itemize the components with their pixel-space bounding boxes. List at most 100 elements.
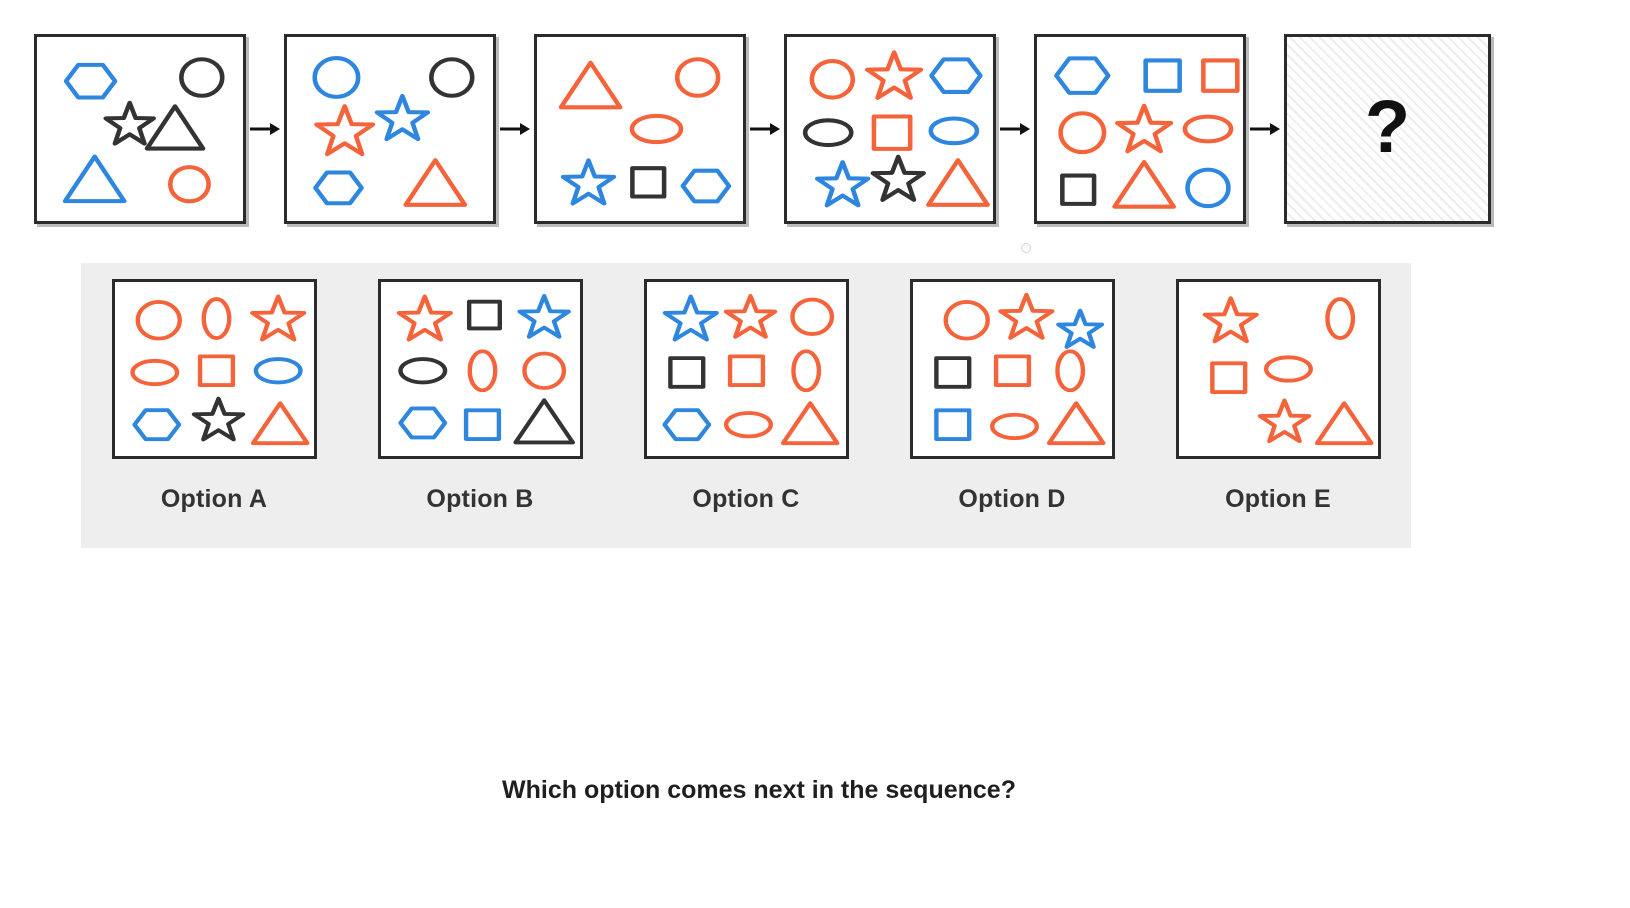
shape-canvas — [802, 50, 990, 208]
shape-triangle-orange — [1046, 401, 1105, 446]
option-b-panel[interactable] — [377, 279, 583, 459]
shape-canvas — [1054, 56, 1240, 209]
option-e-panel[interactable] — [1175, 279, 1381, 459]
shape-square-orange — [197, 354, 235, 388]
sequence-row: ? — [34, 34, 1491, 224]
shape-circle-orange — [789, 297, 834, 336]
option-cell-a[interactable]: Option A — [92, 279, 336, 514]
shape-star-orange — [314, 104, 376, 157]
sequence-panel-4 — [784, 34, 996, 224]
option-a-label: Option A — [160, 485, 268, 513]
shape-canvas — [62, 57, 225, 204]
shape-canvas — [661, 294, 839, 446]
question-prompt: Which option comes next in the sequence? — [502, 776, 1016, 804]
shape-ellipse-orange — [723, 411, 773, 439]
shape-star-blue — [516, 294, 571, 339]
option-cell-d[interactable]: Option D — [890, 279, 1134, 514]
shape-circle-black — [179, 57, 225, 98]
shape-star-blue — [814, 160, 871, 208]
shape-vellipse-orange — [467, 349, 497, 393]
shape-square-orange — [993, 354, 1031, 388]
sequence-panel-3 — [534, 34, 746, 224]
shape-hexagon-blue — [397, 406, 447, 440]
sequence-arrow-2 — [496, 119, 534, 139]
shape-circle-orange — [1058, 111, 1107, 155]
sequence-arrow-1 — [246, 119, 284, 139]
shape-square-black — [466, 299, 502, 331]
shape-ellipse-orange — [989, 412, 1039, 441]
option-e-label: Option E — [1225, 485, 1331, 513]
shape-square-orange — [1209, 361, 1247, 394]
option-d-label: Option D — [958, 485, 1066, 513]
shape-star-black — [191, 396, 245, 442]
option-a-panel[interactable] — [111, 279, 317, 459]
shape-ellipse-orange — [1182, 114, 1234, 144]
option-d-panel[interactable] — [909, 279, 1115, 459]
decorative-dot — [1021, 243, 1031, 253]
shape-ellipse-blue — [928, 116, 980, 146]
sequence-arrow-3 — [746, 119, 784, 139]
shape-triangle-orange — [250, 401, 309, 446]
shape-star-orange — [1202, 296, 1259, 344]
shape-star-blue — [662, 294, 719, 342]
sequence-panel-1 — [34, 34, 246, 224]
shape-ellipse-orange — [129, 358, 179, 387]
shape-canvas — [129, 294, 309, 446]
shape-canvas — [558, 57, 732, 206]
shape-circle-orange — [674, 57, 721, 98]
shape-vellipse-orange — [201, 297, 231, 340]
shape-star-orange — [396, 294, 453, 342]
shape-canvas — [312, 56, 475, 207]
shape-circle-orange — [809, 59, 856, 100]
sequence-arrow-5 — [1246, 119, 1284, 139]
shape-star-black — [870, 154, 926, 202]
shape-star-black — [103, 100, 156, 146]
shape-circle-orange — [943, 300, 990, 341]
sequence-panel-question: ? — [1284, 34, 1491, 224]
shape-hexagon-blue — [929, 57, 983, 94]
shape-hexagon-blue — [131, 408, 181, 442]
shape-circle-blue — [312, 56, 361, 99]
shape-square-blue — [1143, 58, 1182, 93]
option-c-panel[interactable] — [643, 279, 849, 459]
shape-star-orange — [997, 292, 1055, 340]
shape-ellipse-orange — [1263, 355, 1313, 383]
shape-circle-orange — [135, 300, 182, 341]
shape-triangle-blue — [62, 154, 127, 204]
shape-square-black — [933, 356, 971, 389]
shape-triangle-orange — [558, 60, 623, 110]
shape-hexagon-blue — [1054, 56, 1111, 95]
shape-triangle-orange — [780, 401, 839, 446]
option-c-label: Option C — [692, 485, 800, 513]
shape-ellipse-black — [397, 357, 447, 385]
shape-vellipse-orange — [790, 349, 821, 393]
sequence-arrow-4 — [996, 119, 1034, 139]
shape-star-orange — [1115, 103, 1174, 154]
shape-canvas — [396, 294, 575, 445]
shape-circle-orange — [168, 165, 211, 204]
shape-star-orange — [723, 294, 777, 339]
shape-square-blue — [933, 408, 971, 441]
shape-triangle-black — [144, 104, 206, 151]
shape-canvas — [1202, 296, 1373, 446]
shape-square-orange — [871, 114, 913, 151]
shape-triangle-orange — [1314, 401, 1373, 446]
shape-triangle-orange — [1112, 160, 1176, 209]
shape-circle-black — [429, 57, 475, 98]
shape-ellipse-black — [802, 118, 854, 148]
shape-triangle-orange — [926, 158, 990, 207]
option-cell-e[interactable]: Option E — [1156, 279, 1400, 514]
option-cell-c[interactable]: Option C — [624, 279, 868, 514]
shape-star-blue — [1055, 308, 1104, 349]
shape-square-blue — [463, 408, 501, 441]
option-b-label: Option B — [426, 485, 534, 513]
shape-star-orange — [1257, 398, 1311, 444]
sequence-panel-5 — [1034, 34, 1246, 224]
shape-triangle-black — [512, 398, 575, 445]
option-cell-b[interactable]: Option B — [358, 279, 602, 514]
shape-star-blue — [560, 158, 617, 206]
shape-circle-orange — [521, 351, 566, 390]
shape-triangle-orange — [403, 158, 468, 207]
shape-square-orange — [727, 354, 765, 388]
